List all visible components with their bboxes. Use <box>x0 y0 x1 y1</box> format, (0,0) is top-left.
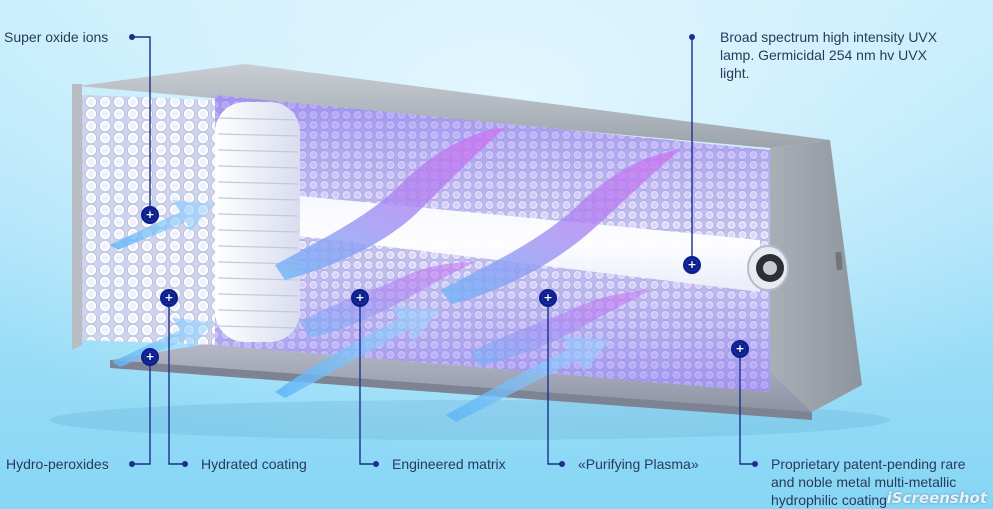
marker-hydrated-coating: + <box>160 289 178 307</box>
housing-end-cap <box>770 140 862 412</box>
label-engineered-matrix: Engineered matrix <box>392 456 506 472</box>
label-uvx-lamp: Broad spectrum high intensity UVX lamp. … <box>720 29 938 81</box>
label-super-oxide-ions: Super oxide ions <box>4 29 109 45</box>
marker-hydro-peroxides: + <box>141 348 159 366</box>
label-proprietary-coating: Proprietary patent-pending rare and nobl… <box>771 456 966 508</box>
label-hydro-peroxides: Hydro-peroxides <box>6 456 109 472</box>
label-hydrated-coating: Hydrated coating <box>201 456 307 472</box>
marker-proprietary-coating: + <box>731 340 749 358</box>
marker-uvx-lamp: + <box>683 256 701 274</box>
leader-lines <box>132 36 755 465</box>
plus-icon: + <box>686 258 698 271</box>
airflow-arrows <box>110 128 680 422</box>
plus-icon: + <box>144 350 156 363</box>
plus-icon: + <box>734 342 746 355</box>
plus-icon: + <box>542 291 554 304</box>
leader-dots <box>129 34 758 467</box>
housing-top <box>78 64 830 148</box>
plus-icon: + <box>354 291 366 304</box>
tube-roll-stack <box>215 102 300 342</box>
plus-icon: + <box>163 291 175 304</box>
marker-purifying-plasma: + <box>539 289 557 307</box>
marker-super-oxide: + <box>141 206 159 224</box>
plus-icon: + <box>144 208 156 221</box>
marker-engineered-matrix: + <box>351 289 369 307</box>
housing-floor <box>110 340 812 412</box>
watermark: iScreenshot <box>886 489 987 507</box>
label-purifying-plasma: «Purifying Plasma» <box>578 456 699 472</box>
